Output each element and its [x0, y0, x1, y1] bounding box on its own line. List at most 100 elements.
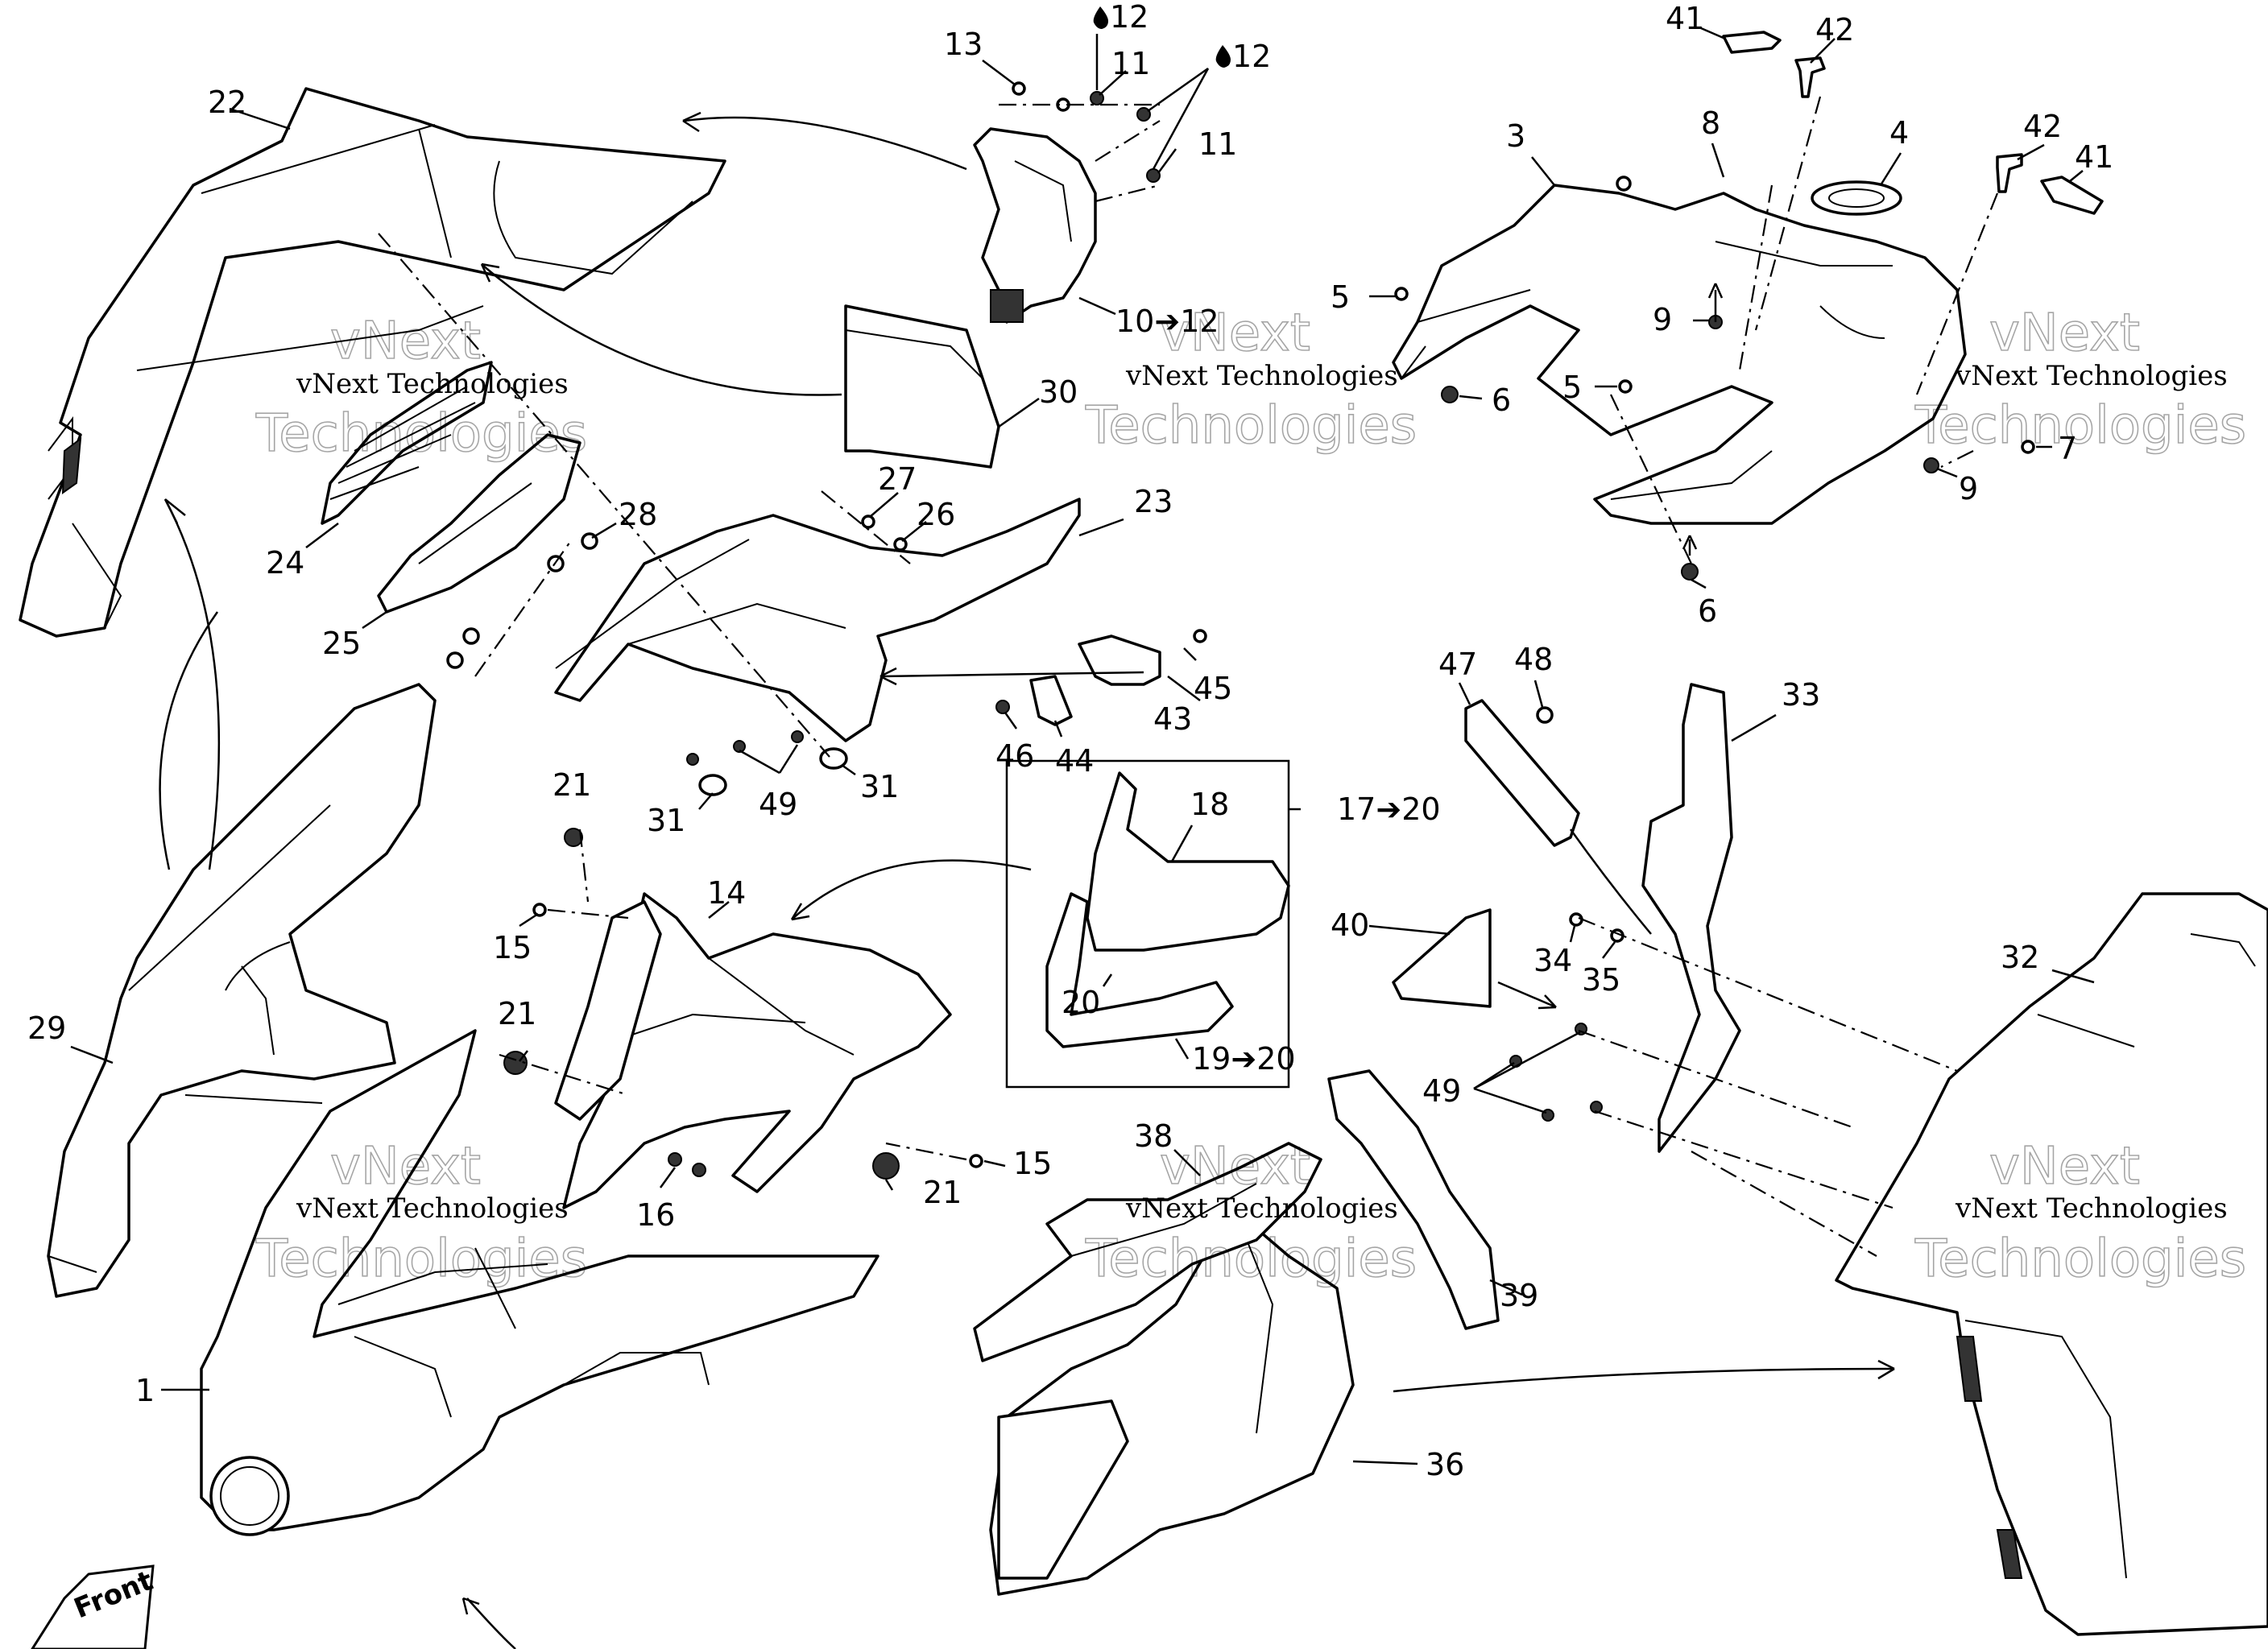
callout-20: 20: [1062, 985, 1100, 1020]
part-29-side-panel: [47, 683, 437, 1298]
callout-41-right: 41: [2075, 139, 2113, 175]
callout-15-right: 15: [1013, 1146, 1052, 1181]
callout-27: 27: [878, 461, 917, 497]
part-24-grille: [321, 361, 493, 525]
callout-41-top: 41: [1666, 1, 1704, 36]
callout-18: 18: [1190, 787, 1229, 822]
callout-1: 1: [135, 1373, 155, 1408]
callout-24: 24: [266, 545, 304, 581]
callout-35: 35: [1582, 962, 1620, 998]
callout-31-left: 31: [647, 803, 685, 838]
watermark-bottom-center: vNext vNext Technologies Technologies: [1084, 1136, 1418, 1290]
svg-text:Technologies: Technologies: [1085, 396, 1417, 456]
part-39-strip: [1327, 1069, 1500, 1330]
part-38-panel: [973, 1142, 1322, 1362]
svg-text:vNext: vNext: [1989, 304, 2140, 363]
part-14-bracket: [554, 892, 952, 1209]
part-47-bar: [1464, 699, 1580, 847]
callout-40: 40: [1331, 907, 1369, 943]
svg-text:vNext: vNext: [1160, 1137, 1310, 1196]
callout-42-right: 42: [2023, 109, 2062, 144]
callout-29: 29: [27, 1010, 66, 1046]
callout-6-bottom: 6: [1698, 593, 1717, 629]
callout-13: 13: [944, 27, 983, 62]
svg-text:vNext: vNext: [330, 1137, 481, 1196]
leader-lines: [70, 27, 2095, 1465]
svg-text:vNext Technologies: vNext Technologies: [296, 1192, 569, 1225]
fasteners: [446, 81, 2035, 1180]
svg-text:Technologies: Technologies: [1914, 1230, 2246, 1289]
part-3-tank-cover: [1392, 184, 1967, 525]
part-36-lower-fairing: [989, 1206, 1355, 1596]
svg-text:Technologies: Technologies: [255, 404, 587, 464]
front-direction-badge: Front: [31, 1564, 158, 1649]
svg-text:vNext Technologies: vNext Technologies: [1125, 1192, 1398, 1225]
callout-33: 33: [1782, 677, 1820, 713]
callout-30: 30: [1039, 374, 1078, 410]
callout-4: 4: [1889, 115, 1909, 151]
callout-31-right: 31: [860, 769, 899, 804]
watermark-top-left: vNext vNext Technologies Technologies: [255, 311, 588, 465]
callout-49-left: 49: [759, 787, 797, 822]
part-40-wedge: [1392, 908, 1492, 1008]
callout-44: 44: [1055, 743, 1094, 779]
callout-21-bottom: 21: [923, 1175, 962, 1210]
part-22-upper-fairing: [19, 87, 726, 638]
part-30-panel: [844, 304, 1000, 469]
assembly-lines: [378, 96, 1999, 1257]
svg-text:vNext: vNext: [1160, 304, 1310, 363]
svg-text:vNext Technologies: vNext Technologies: [1955, 1192, 2228, 1225]
svg-text:Technologies: Technologies: [1085, 1230, 1417, 1289]
direction-arrows: [159, 111, 1895, 1649]
callout-47: 47: [1438, 647, 1477, 682]
part-43-clamp: [1078, 634, 1161, 686]
callout-21-left: 21: [498, 996, 536, 1031]
oil-drop-icon: [1215, 45, 1231, 68]
callout-43: 43: [1153, 701, 1192, 737]
part-33-bracket: [1641, 683, 1741, 1153]
callout-7: 7: [2058, 431, 2077, 466]
callout-21-top: 21: [553, 767, 591, 803]
svg-text:vNext Technologies: vNext Technologies: [296, 368, 569, 400]
callout-38: 38: [1134, 1118, 1173, 1154]
oil-drop-icon: [1093, 6, 1108, 29]
svg-text:Technologies: Technologies: [1914, 396, 2246, 456]
callout-15-left: 15: [493, 930, 532, 965]
callout-45: 45: [1194, 671, 1232, 706]
callout-39: 39: [1500, 1278, 1538, 1313]
callout-12-right: 12: [1232, 39, 1271, 74]
callout-5-left: 5: [1331, 279, 1350, 315]
part-23-frame: [554, 498, 1081, 742]
svg-text:vNext: vNext: [330, 312, 481, 371]
svg-text:vNext: vNext: [1989, 1137, 2140, 1196]
callout-17-20: 17➔20: [1337, 791, 1441, 827]
watermark-bottom-right: vNext vNext Technologies Technologies: [1914, 1136, 2247, 1290]
part-10-headlight-bracket: [973, 127, 1097, 324]
watermark-top-center: vNext vNext Technologies Technologies: [1084, 303, 1418, 457]
callout-10-12: 10➔12: [1115, 304, 1219, 339]
callout-6-left: 6: [1492, 382, 1511, 418]
part-4-ring: [1811, 180, 1902, 216]
callout-49-right: 49: [1422, 1073, 1461, 1109]
svg-text:Technologies: Technologies: [255, 1230, 587, 1289]
callouts: 22 13 12 11 12 11 10➔12 30 27 26 28 24 2…: [27, 0, 2113, 1482]
part-1-front-fairing: [200, 1029, 879, 1536]
watermark-bottom-left: vNext vNext Technologies Technologies: [255, 1136, 588, 1290]
callout-26: 26: [917, 497, 955, 532]
callout-32: 32: [2001, 940, 2039, 975]
callout-34: 34: [1533, 943, 1572, 978]
callout-36: 36: [1426, 1447, 1464, 1482]
callout-48: 48: [1514, 642, 1553, 677]
callout-3: 3: [1506, 118, 1525, 154]
callout-11-right: 11: [1198, 126, 1237, 162]
callout-9-right: 9: [1959, 471, 1978, 506]
callout-19-20: 19➔20: [1192, 1041, 1296, 1077]
svg-text:vNext Technologies: vNext Technologies: [1955, 360, 2228, 392]
callout-12-top: 12: [1110, 0, 1148, 35]
callout-8: 8: [1701, 105, 1720, 141]
callout-46: 46: [995, 738, 1034, 774]
callout-16: 16: [636, 1197, 675, 1233]
callout-28: 28: [619, 497, 657, 532]
part-44-plate: [1029, 675, 1073, 726]
